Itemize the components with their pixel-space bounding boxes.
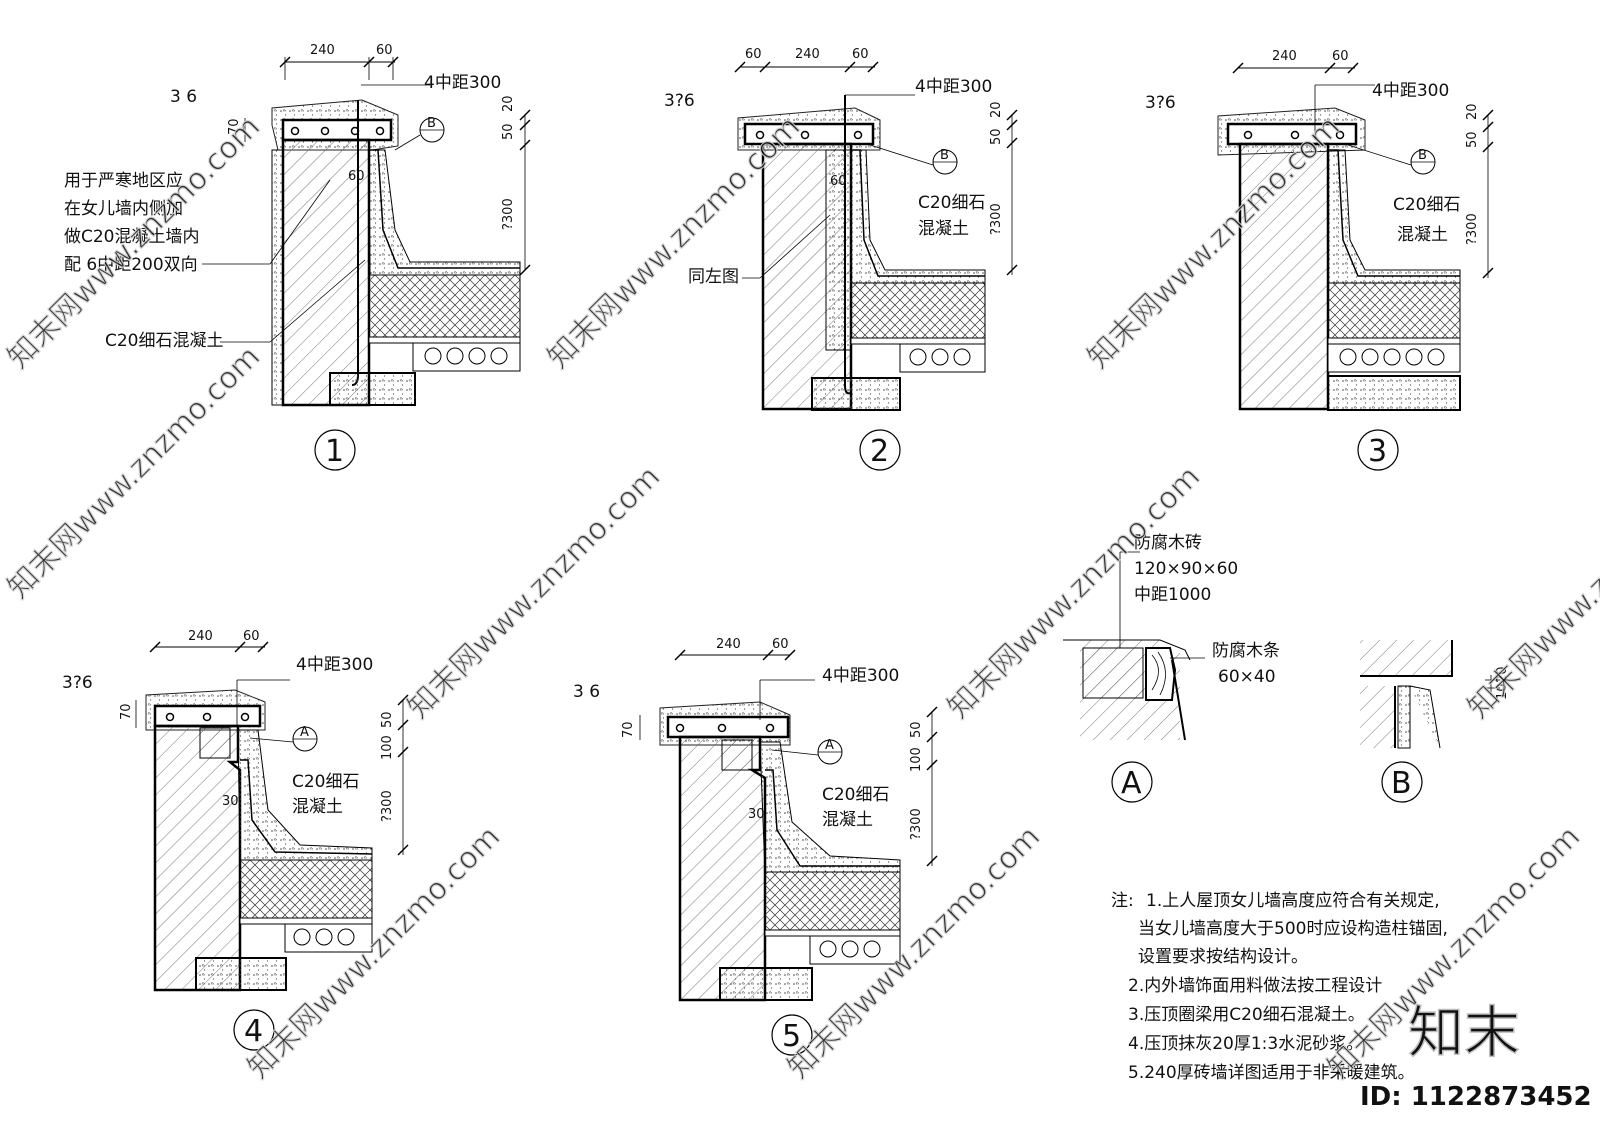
callout-b: B: [1418, 148, 1427, 163]
dim-20: 20: [989, 101, 1004, 118]
note-line-2: 在女儿墙内侧加: [64, 199, 183, 219]
dim-300: ?300: [501, 198, 516, 230]
detail-number: 1: [325, 434, 344, 469]
label2-1: 防腐木条: [1212, 641, 1280, 661]
concrete-label-1: C20细石: [918, 193, 986, 213]
detail-b: 10 20 B: [1360, 640, 1510, 803]
dim-50: 50: [380, 711, 395, 728]
dim-300: ?300: [1465, 213, 1480, 245]
dim-240: 240: [188, 629, 213, 644]
notes-prefix: 注:: [1111, 891, 1134, 911]
detail-4: 240 60 3?6 70 4中距300 A C20细石 混凝土: [62, 629, 409, 1051]
label-1: 防腐木砖: [1134, 533, 1202, 553]
note-1: 1.上人屋顶女儿墙高度应符合有关规定,: [1146, 891, 1440, 911]
dim-60-right: 60: [852, 47, 869, 62]
callout-a: A: [825, 738, 834, 753]
image-id-label: ID: 1122873452: [1360, 1082, 1592, 1112]
small-dim: 60: [348, 169, 365, 184]
dim-60: 60: [376, 43, 393, 58]
dim-240: 240: [795, 47, 820, 62]
watermark-text: 知末网www.znzmo.com: [401, 459, 667, 725]
note-5: 5.240厚砖墙详图适用于非采暖建筑。: [1128, 1063, 1415, 1083]
dim-300: ?300: [909, 808, 924, 840]
note-1-cont-1: 当女儿墙高度大于500时应设构造柱锚固,: [1138, 919, 1448, 939]
note-line-3: 做C20混凝土墙内: [64, 227, 200, 247]
detail-a: 防腐木砖 120×90×60 中距1000 防腐木条 60×40 A: [1063, 533, 1280, 803]
dim-left: 3?6: [664, 91, 695, 111]
dim-300: ?300: [380, 790, 395, 822]
dim-left: 3?6: [1145, 93, 1176, 113]
small-dim: 30: [222, 794, 239, 809]
detail-number: 2: [870, 434, 889, 469]
label-3: 中距1000: [1134, 585, 1211, 605]
dim-20: 20: [1465, 103, 1480, 120]
watermark-logo: 知末: [1408, 1001, 1520, 1066]
watermark-text: 知末网www.znzmo.com: [1, 339, 267, 605]
small-dim: 30: [748, 807, 765, 822]
detail-number: 3: [1368, 434, 1387, 469]
dim-70: 70: [621, 721, 636, 738]
rebar-label: 4中距300: [424, 73, 501, 93]
detail-3: 240 60 3?6 4中距300 B C20细石 混凝土 20: [1145, 49, 1494, 471]
detail-5: 240 60 3 6 70 4中距300 A C20细石 混凝土: [573, 637, 938, 1056]
dim-240: 240: [310, 43, 335, 58]
dim-240: 240: [716, 637, 741, 652]
concrete-label-2: 混凝土: [1397, 225, 1448, 245]
concrete-label: C20细石混凝土: [105, 331, 224, 351]
dim-70: 70: [119, 703, 134, 720]
same-as-left: 同左图: [688, 267, 739, 287]
label-2: 120×90×60: [1134, 559, 1238, 579]
rebar-label: 4中距300: [915, 77, 992, 97]
rebar-label: 4中距300: [822, 666, 899, 686]
dim-60: 60: [243, 629, 260, 644]
dim-left: 3?6: [62, 673, 93, 693]
callout-b: B: [940, 148, 949, 163]
note-3: 3.压顶圈梁用C20细石混凝土。: [1128, 1005, 1365, 1025]
dim-50: 50: [501, 123, 516, 140]
dim-50: 50: [989, 128, 1004, 145]
detail-number: B: [1391, 766, 1412, 801]
detail-2: 60 240 60 3?6 4中距300 B C20细石 混凝土 20: [664, 47, 1018, 471]
concrete-label-2: 混凝土: [822, 810, 873, 830]
detail-1: 240 60 3 6 70 4中距300 B: [64, 43, 531, 471]
dim-left: 3 6: [573, 682, 600, 702]
note-line-1: 用于严寒地区应: [64, 171, 183, 191]
concrete-label-2: 混凝土: [918, 219, 969, 239]
dim-300: ?300: [989, 203, 1004, 235]
dim-50: 50: [1465, 131, 1480, 148]
watermark-text: 知末网www.znzmo.com: [1461, 459, 1600, 725]
dim-70: 70: [227, 118, 242, 135]
detail-number: 5: [782, 1019, 801, 1054]
label2-2: 60×40: [1218, 667, 1276, 687]
concrete-label-1: C20细石: [292, 772, 360, 792]
concrete-label-1: C20细石: [822, 785, 890, 805]
note-1-cont-2: 设置要求按结构设计。: [1138, 947, 1308, 967]
dim-20: 20: [501, 95, 516, 112]
dim-60: 60: [1332, 49, 1349, 64]
note-2: 2.内外墙饰面用料做法按工程设计: [1128, 976, 1382, 996]
dim-10: 10: [1495, 683, 1510, 700]
note-4: 4.压顶抹灰20厚1:3水泥砂浆。: [1128, 1034, 1363, 1054]
concrete-label-1: C20细石: [1393, 195, 1461, 215]
dim-50: 50: [909, 721, 924, 738]
notes-block: 注: 1.上人屋顶女儿墙高度应符合有关规定, 当女儿墙高度大于500时应设构造柱…: [1111, 891, 1448, 1083]
concrete-label-2: 混凝土: [292, 797, 343, 817]
detail-number: 4: [244, 1014, 263, 1049]
detail-number: A: [1121, 766, 1142, 801]
rebar-label: 4中距300: [296, 655, 373, 675]
dim-240: 240: [1272, 49, 1297, 64]
rebar-label: 4中距300: [1372, 81, 1449, 101]
note-line-4: 配 6中距200双向: [64, 255, 198, 275]
dim-left: 3 6: [170, 87, 197, 107]
dim-60-left: 60: [745, 47, 762, 62]
dim-100: 100: [909, 747, 924, 772]
dim-60: 60: [772, 637, 789, 652]
callout-a: A: [300, 725, 309, 740]
dim-20: 20: [1495, 666, 1510, 683]
callout-b: B: [427, 116, 436, 131]
dim-100: 100: [380, 735, 395, 760]
small-dim: 60: [830, 174, 847, 189]
